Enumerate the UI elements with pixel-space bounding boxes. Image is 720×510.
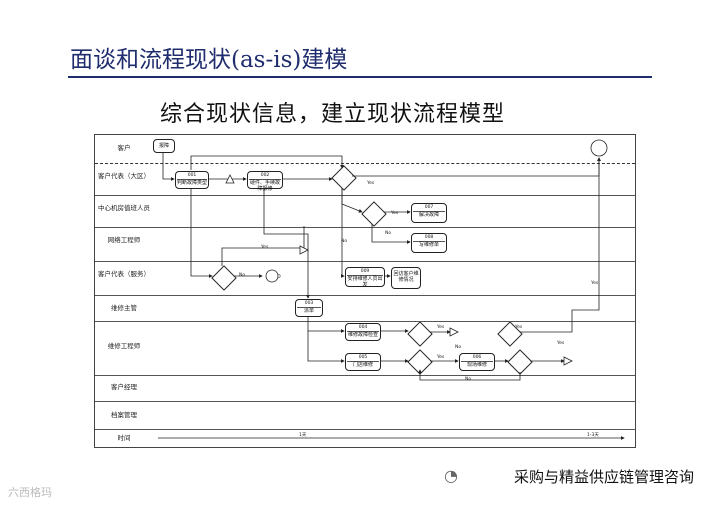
page-title: 面谈和流程现状(as-is)建模 — [70, 47, 348, 73]
label-yes: Yes — [437, 325, 445, 330]
corner-logo: 六西格玛 — [8, 486, 52, 499]
lane-divider — [95, 163, 635, 164]
lane-label-rep-service: 客户代表（服务） — [98, 270, 150, 278]
edge — [371, 224, 411, 244]
lane-label-duty: 中心机房值班人员 — [98, 204, 150, 212]
label-yes: Yes — [261, 245, 269, 250]
label-no: No — [385, 231, 392, 236]
title-divider — [68, 76, 652, 78]
lane-divider — [95, 321, 635, 322]
edge — [418, 369, 521, 381]
page-subtitle: 综合现状信息，建立现状流程模型 — [160, 102, 506, 127]
lane-label-network: 网络工程师 — [107, 236, 141, 244]
edge — [263, 188, 310, 299]
lane-label-rep-region: 客户代表（大区） — [98, 172, 150, 180]
lane-divider — [95, 261, 635, 262]
watermark-text: 采购与精益供应链管理咨询 — [513, 468, 694, 486]
edge — [340, 188, 345, 278]
wait-triangle — [299, 245, 309, 255]
label-no: No — [455, 345, 462, 350]
lane-divider — [95, 375, 635, 376]
label-yes: Yes — [557, 341, 565, 346]
swimlane-diagram: 客户 客户代表（大区） 中心机房值班人员 网络工程师 客户代表（服务） 维修主管… — [94, 134, 636, 448]
lane-label-time: 时间 — [117, 434, 131, 442]
lane-label-engineer: 维修工程师 — [107, 342, 141, 350]
wait-triangle — [449, 327, 459, 337]
lane-divider — [95, 227, 635, 228]
node-report: 报障 — [153, 139, 175, 153]
node-notify: 回访客户维修情况 — [391, 267, 421, 289]
edge — [190, 188, 213, 278]
label-no: No — [239, 273, 246, 278]
edge — [352, 157, 601, 177]
lane-divider — [95, 295, 635, 296]
connector-a-circle — [590, 139, 608, 157]
edge — [341, 188, 363, 213]
flow-edges — [158, 139, 625, 440]
edge — [221, 226, 305, 266]
lane-divider — [95, 429, 635, 430]
lane-label-account: 客户经理 — [111, 383, 137, 391]
label-yes: Yes — [515, 325, 523, 330]
edge — [307, 316, 345, 333]
wait-triangle — [225, 174, 235, 184]
label-yes: Yes — [437, 355, 445, 360]
edge — [520, 157, 601, 333]
edge — [162, 152, 175, 181]
lane-label-archive: 档案管理 — [111, 411, 137, 419]
lane-divider — [95, 195, 635, 196]
wait-triangle — [563, 356, 573, 366]
lane-divider — [95, 401, 635, 402]
lane-label-customer: 客户 — [117, 144, 131, 152]
lane-label-supervisor: 维修主管 — [111, 304, 137, 312]
time-label-end: 1-3天 — [587, 433, 599, 438]
label-yes: Yes — [591, 281, 599, 286]
edge — [307, 331, 345, 363]
label-no: No — [465, 377, 472, 382]
label-no: No — [341, 239, 348, 244]
label-yes: Yes — [367, 181, 375, 186]
label-yes: Yes — [391, 211, 399, 216]
time-label-start: 1天 — [299, 433, 307, 438]
edge — [190, 155, 344, 170]
end-circle — [265, 269, 279, 283]
wechat-icon: ◔ — [444, 466, 458, 485]
